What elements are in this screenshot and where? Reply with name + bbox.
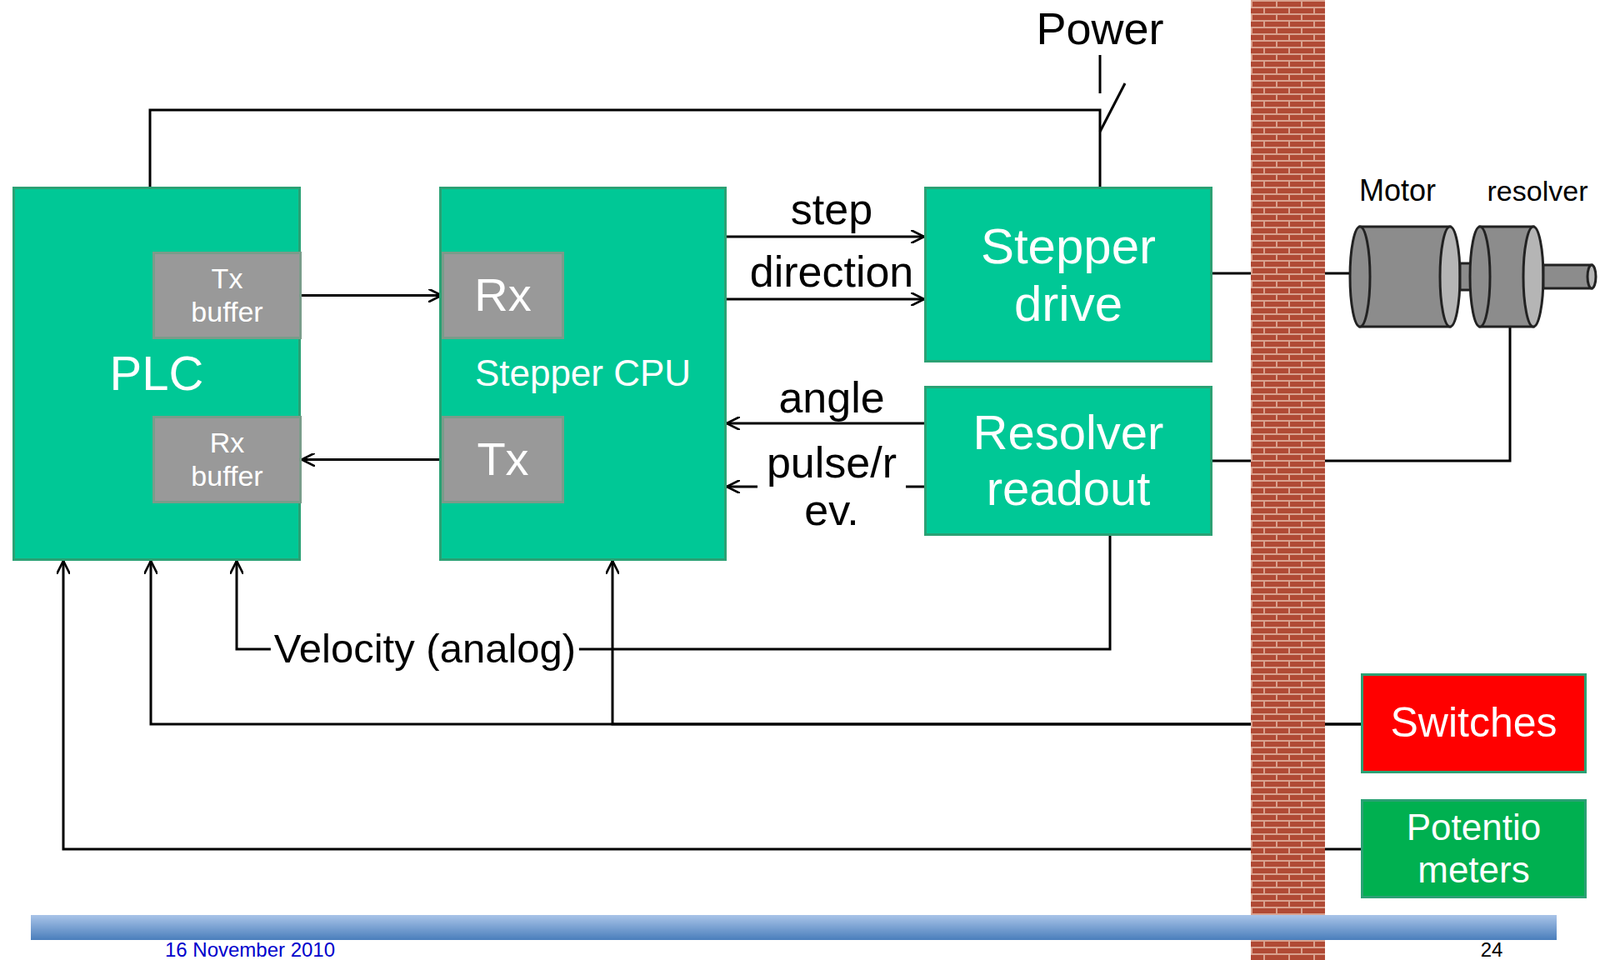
box-label: Switches <box>1390 699 1557 748</box>
box-label: Potentio meters <box>1382 806 1566 891</box>
box-label: Resolver readout <box>947 405 1190 516</box>
label-anchor: Motor <box>1359 175 1436 206</box>
process-box: Switches <box>1360 673 1587 774</box>
signal-label: Velocity (analog) <box>270 626 580 672</box>
brick-wall <box>1250 0 1325 960</box>
output-shaft <box>1543 265 1592 289</box>
page-number: 24 <box>1480 940 1504 960</box>
resolver-face <box>1523 226 1544 327</box>
label-anchor: direction <box>746 248 918 296</box>
label-anchor: step <box>787 185 876 234</box>
label-anchor: Power <box>1035 5 1164 51</box>
process-box: Resolver readout <box>924 385 1213 536</box>
box-label: PLC <box>110 345 205 402</box>
box-label: Tx buffer <box>180 262 275 328</box>
buffer-box: Rx <box>441 251 565 340</box>
signal-connector <box>150 110 1100 187</box>
box-label: Stepper CPU <box>475 352 691 395</box>
signal-label: direction <box>746 248 918 296</box>
process-box: Potentio meters <box>1360 799 1587 899</box>
label-anchor: 24 <box>1480 940 1504 960</box>
process-box: Stepper drive <box>924 186 1213 363</box>
label-anchor: 16 November 2010 <box>165 940 335 960</box>
box-label: Tx <box>476 432 529 486</box>
signal-label: pulse/r ev. <box>757 439 906 535</box>
shaft-end <box>1587 265 1596 289</box>
buffer-box: Tx <box>441 415 565 504</box>
footer-bar <box>30 915 1557 940</box>
signal-connector <box>726 235 925 239</box>
label-anchor: angle <box>775 374 888 422</box>
label-anchor: pulse/r ev. <box>757 439 906 535</box>
signal-connector <box>150 560 1361 725</box>
process-box: Stepper CPU RxTx <box>439 186 727 561</box>
switch-blade <box>1100 83 1125 132</box>
signal-label: step <box>787 185 876 234</box>
signal-connector <box>301 294 442 297</box>
label-anchor: resolver <box>1487 176 1589 205</box>
power-feed <box>1099 55 1102 94</box>
signal-connector <box>612 560 1361 725</box>
buffer-box: Tx buffer <box>152 251 302 340</box>
signal-connector <box>63 560 1361 850</box>
part-name: resolver <box>1487 176 1589 205</box>
signal-connector <box>301 458 442 461</box>
buffer-box: Rx buffer <box>152 415 302 504</box>
label-anchor: Velocity (analog) <box>270 626 580 672</box>
motor-end <box>1350 226 1370 327</box>
resolver-end <box>1470 226 1490 327</box>
box-label: Rx buffer <box>180 426 275 492</box>
power-label: Power <box>1035 5 1164 51</box>
box-label: Rx <box>474 268 531 322</box>
signal-connector <box>726 298 925 301</box>
part-name: Motor <box>1359 175 1436 206</box>
signal-label: angle <box>775 374 888 422</box>
motor-face <box>1440 226 1460 327</box>
motor-body <box>1360 226 1450 327</box>
date-footer: 16 November 2010 <box>165 940 335 960</box>
signal-connector <box>726 422 925 425</box>
box-label: Stepper drive <box>947 217 1190 333</box>
process-box: PLC Tx buffer Rx buffer <box>12 186 301 561</box>
